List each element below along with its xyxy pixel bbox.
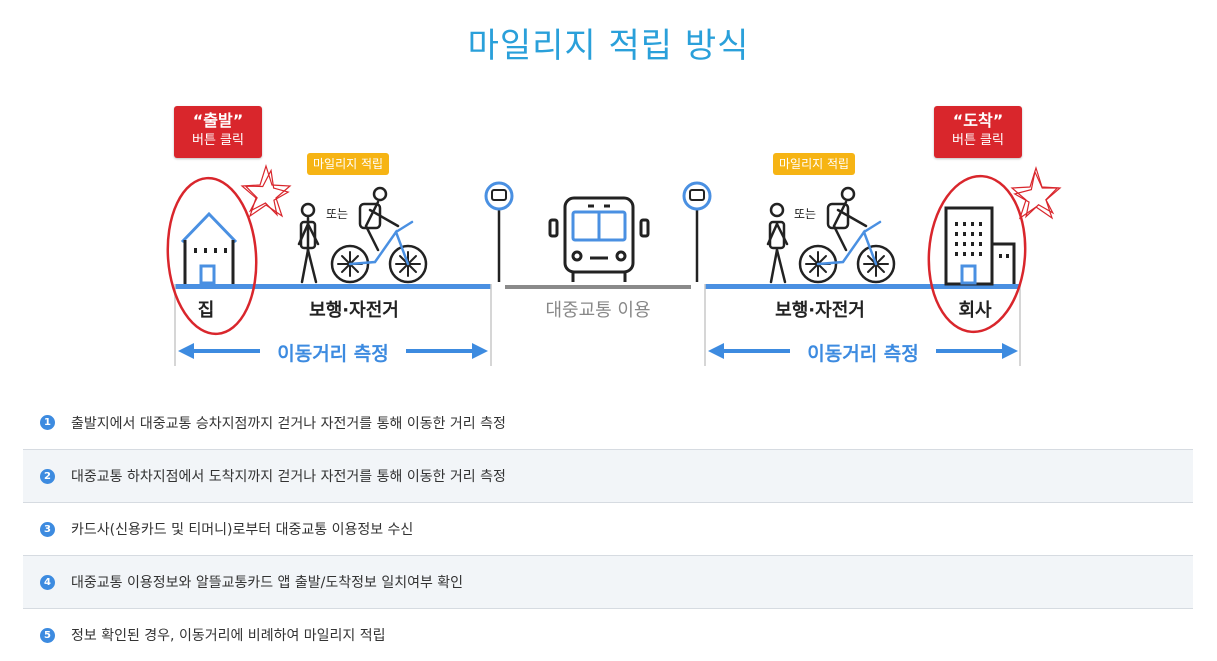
home-label: 집 xyxy=(197,300,215,321)
mileage-badge-left: 마일리지 적립 xyxy=(307,153,390,175)
step-text: 카드사(신용카드 및 티머니)로부터 대중교통 이용정보 수신 xyxy=(71,522,414,538)
highlight-circle-right xyxy=(927,174,1027,334)
road-left xyxy=(175,284,491,289)
highlight-circle-left xyxy=(166,176,258,336)
step-text: 정보 확인된 경우, 이동거리에 비례하여 마일리지 적립 xyxy=(71,628,386,644)
transit-label: 대중교통 이용 xyxy=(545,300,651,321)
walking-person-icon xyxy=(766,202,789,284)
bicycle-rider-icon xyxy=(330,186,428,284)
steps-list: 1 출발지에서 대중교통 승차지점까지 걷거나 자전거를 통해 이동한 거리 측… xyxy=(23,396,1193,661)
walking-person-icon xyxy=(297,202,320,284)
step-text: 대중교통 이용정보와 알뜰교통카드 앱 출발/도착정보 일치여부 확인 xyxy=(71,575,464,591)
page-title: 마일리지 적립 방식 xyxy=(467,26,750,66)
list-item: 3 카드사(신용카드 및 티머니)로부터 대중교통 이용정보 수신 xyxy=(23,502,1193,555)
start-button-badge: “출발” 버튼 클릭 xyxy=(174,106,262,158)
bus-stop-sign-icon xyxy=(484,181,514,282)
list-item: 5 정보 확인된 경우, 이동거리에 비례하여 마일리지 적립 xyxy=(23,608,1193,661)
office-building-icon xyxy=(944,206,1016,286)
step-number-badge: 1 xyxy=(40,415,55,430)
company-label: 회사 xyxy=(958,300,992,321)
star-sketch-icon xyxy=(240,164,292,218)
measure-label-left: 이동거리 측정 xyxy=(260,339,406,366)
walk-bike-label-left: 보행·자전거 xyxy=(309,300,399,321)
or-label-right: 또는 xyxy=(794,207,817,221)
start-badge-subtitle: 버튼 클릭 xyxy=(192,133,244,148)
step-number-badge: 5 xyxy=(40,627,55,643)
list-item: 1 출발지에서 대중교통 승차지점까지 걷거나 자전거를 통해 이동한 거리 측… xyxy=(23,396,1193,449)
start-badge-title: “출발” xyxy=(192,111,244,130)
list-item: 4 대중교통 이용정보와 알뜰교통카드 앱 출발/도착정보 일치여부 확인 xyxy=(23,555,1193,608)
end-badge-title: “도착” xyxy=(952,111,1004,130)
road-right xyxy=(705,284,1020,289)
end-badge-subtitle: 버튼 클릭 xyxy=(952,133,1004,148)
bicycle-rider-icon xyxy=(798,186,896,284)
walk-bike-label-right: 보행·자전거 xyxy=(775,300,865,321)
step-text: 대중교통 하차지점에서 도착지까지 걷거나 자전거를 통해 이동한 거리 측정 xyxy=(71,469,506,485)
bus-stop-sign-icon xyxy=(682,181,712,282)
step-number-badge: 3 xyxy=(40,521,55,537)
mileage-diagram: “출발” 버튼 클릭 “도착” 버튼 클릭 마일리지 적립 마일리지 적립 또는… xyxy=(166,106,1062,366)
mileage-badge-right: 마일리지 적립 xyxy=(773,153,856,175)
diagram-graphics xyxy=(166,164,1062,366)
house-icon xyxy=(180,211,238,285)
or-label-left: 또는 xyxy=(326,207,349,221)
star-sketch-icon xyxy=(1010,166,1062,220)
bus-icon xyxy=(548,196,650,282)
step-number-badge: 4 xyxy=(40,574,55,590)
measure-label-right: 이동거리 측정 xyxy=(790,339,936,366)
step-text: 출발지에서 대중교통 승차지점까지 걷거나 자전거를 통해 이동한 거리 측정 xyxy=(71,415,506,432)
end-button-badge: “도착” 버튼 클릭 xyxy=(934,106,1022,158)
list-item: 2 대중교통 하차지점에서 도착지까지 걷거나 자전거를 통해 이동한 거리 측… xyxy=(23,449,1193,502)
step-number-badge: 2 xyxy=(40,468,55,484)
road-transit xyxy=(505,285,691,289)
